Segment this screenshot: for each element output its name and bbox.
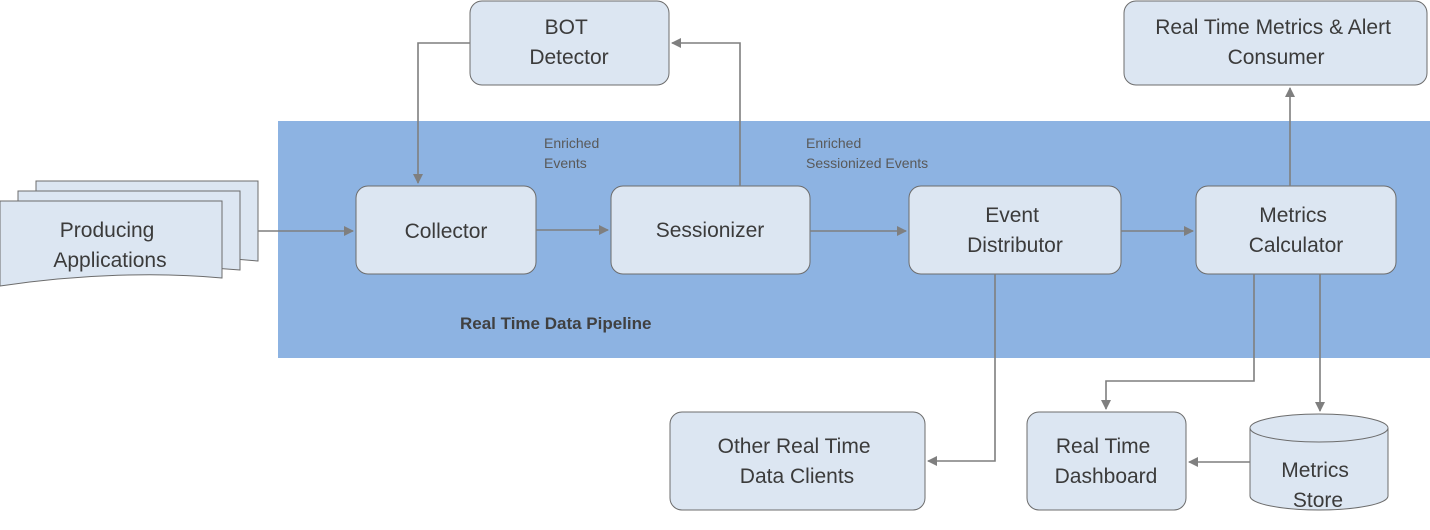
metrics-alert-consumer-label: Real Time Metrics & Alert Consumer	[1155, 16, 1397, 69]
pipeline-region-label: Real Time Data Pipeline	[460, 314, 651, 333]
other-clients-box	[669, 411, 926, 511]
metrics-store-body	[1249, 428, 1389, 511]
metrics-store-top	[1249, 413, 1389, 443]
producing-applications-line-2: Applications	[53, 249, 166, 272]
producing-applications-node: Producing Applications	[0, 180, 259, 287]
enriched-events-line-2: Events	[544, 155, 587, 171]
producing-applications-line-1: Producing	[60, 219, 155, 242]
event-distributor-line-1: Event	[985, 204, 1039, 227]
enriched-sessionized-events-line-1: Enriched	[806, 135, 861, 151]
metrics-store-label: Metrics Store	[1281, 459, 1355, 512]
metrics-alert-consumer-node: Real Time Metrics & Alert Consumer	[1123, 0, 1428, 86]
event-distributor-box	[908, 185, 1122, 275]
other-clients-line-1: Other Real Time	[718, 435, 871, 458]
bot-detector-label: BOT Detector	[529, 16, 608, 69]
sessionizer-box	[610, 185, 811, 275]
metrics-alert-consumer-line-2: Consumer	[1228, 46, 1325, 69]
dashboard-line-1: Real Time	[1056, 435, 1151, 458]
arrow-bot-detector-to-collector	[413, 42, 470, 184]
other-clients-node: Other Real Time Data Clients	[669, 411, 926, 511]
metrics-alert-consumer-box	[1123, 0, 1428, 86]
arrow-event-distributor-to-other-clients	[927, 274, 996, 466]
sessionizer-label: Sessionizer	[656, 219, 765, 242]
metrics-store-node: Metrics Store	[1249, 413, 1389, 512]
other-clients-label: Other Real Time Data Clients	[718, 435, 877, 488]
sessionizer-node: Sessionizer	[610, 185, 811, 275]
enriched-sessionized-events-label: Enriched Sessionized Events	[806, 135, 928, 171]
document-shape-front	[0, 200, 223, 287]
other-clients-line-2: Data Clients	[740, 465, 854, 488]
dashboard-box	[1026, 411, 1187, 511]
arrow-sessionizer-to-bot-detector	[671, 38, 741, 186]
metrics-store-line-2: Store	[1293, 489, 1343, 512]
event-distributor-label: Event Distributor	[967, 204, 1063, 257]
enriched-events-label: Enriched Events	[544, 135, 603, 171]
metrics-calculator-box	[1195, 185, 1397, 275]
metrics-calculator-line-2: Calculator	[1249, 234, 1344, 257]
dashboard-label: Real Time Dashboard	[1055, 435, 1158, 488]
collector-label: Collector	[405, 220, 488, 243]
event-distributor-line-2: Distributor	[967, 234, 1063, 257]
event-distributor-node: Event Distributor	[908, 185, 1122, 275]
dashboard-node: Real Time Dashboard	[1026, 411, 1187, 511]
collector-node: Collector	[355, 185, 537, 275]
dashboard-line-2: Dashboard	[1055, 465, 1158, 488]
metrics-calculator-node: Metrics Calculator	[1195, 185, 1397, 275]
arrow-metrics-calculator-to-dashboard	[1101, 274, 1255, 410]
metrics-calculator-line-1: Metrics	[1259, 204, 1327, 227]
bot-detector-line-1: BOT	[545, 16, 588, 39]
enriched-events-line-1: Enriched	[544, 135, 599, 151]
metrics-alert-consumer-line-1: Real Time Metrics & Alert	[1155, 16, 1391, 39]
metrics-calculator-label: Metrics Calculator	[1249, 204, 1344, 257]
bot-detector-box	[469, 0, 670, 86]
enriched-sessionized-events-line-2: Sessionized Events	[806, 155, 928, 171]
bot-detector-line-2: Detector	[529, 46, 608, 69]
metrics-store-line-1: Metrics	[1281, 459, 1349, 482]
bot-detector-node: BOT Detector	[469, 0, 670, 86]
producing-applications-label: Producing Applications	[53, 219, 166, 272]
